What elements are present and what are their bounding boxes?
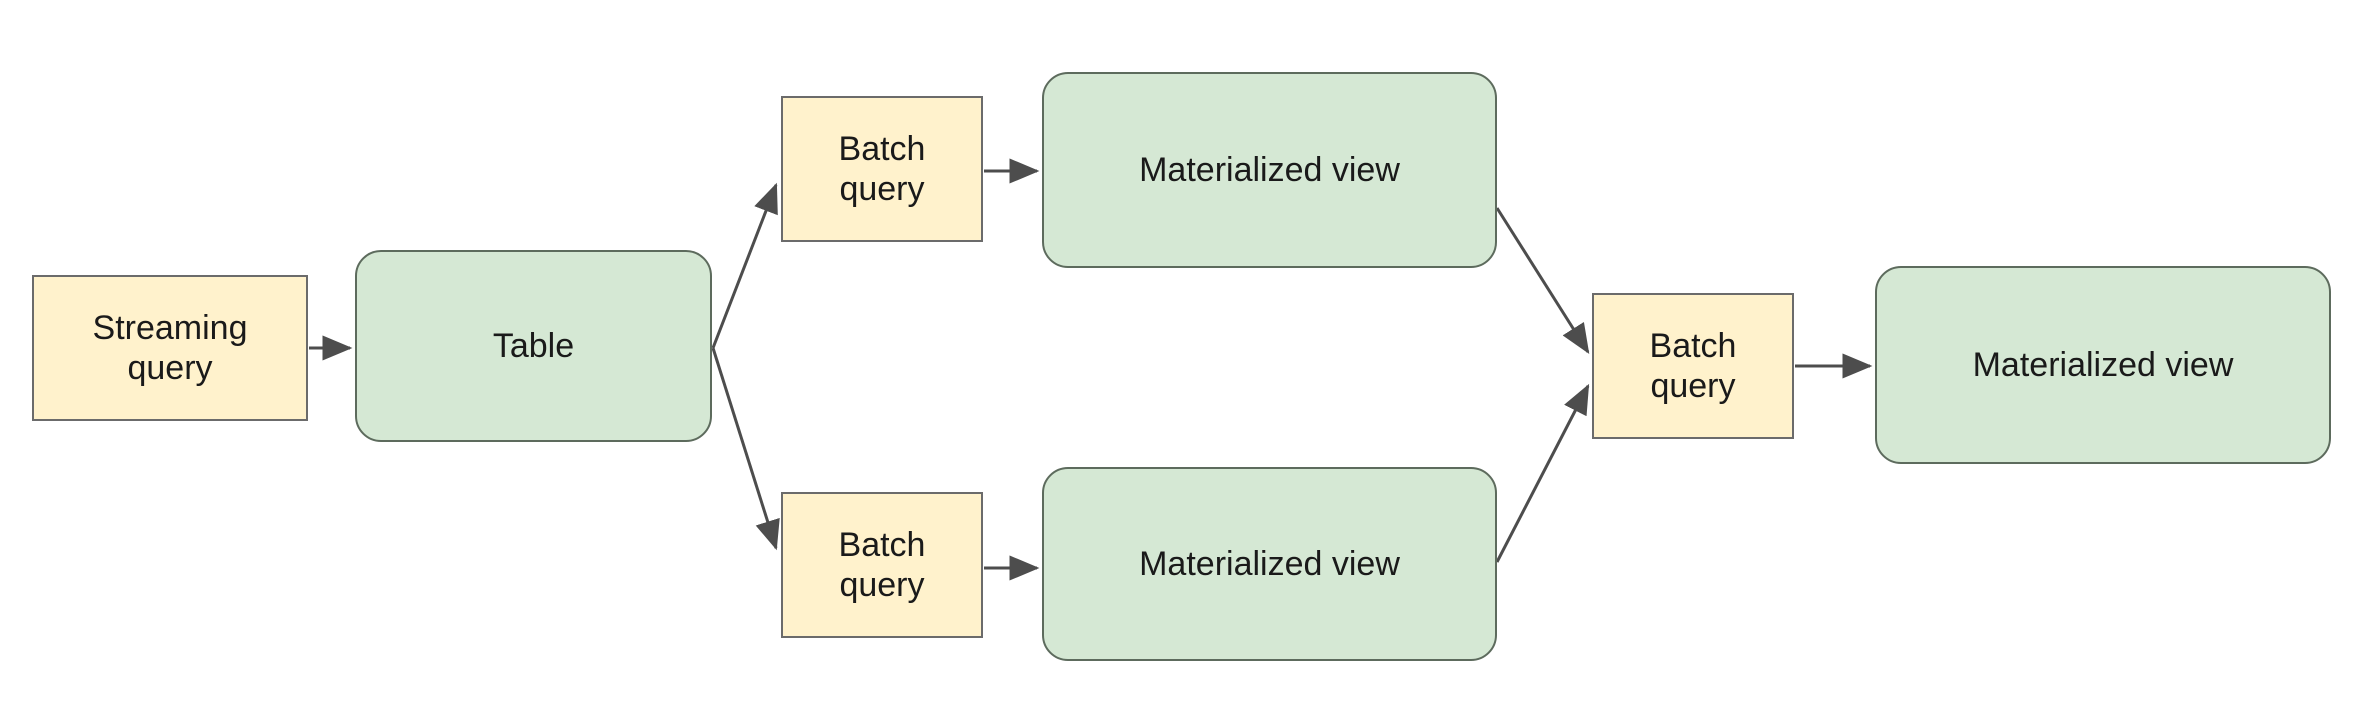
edge-table-to-batch-bottom bbox=[711, 347, 780, 551]
node-label: Streaming query bbox=[92, 308, 248, 387]
node-label: Materialized view bbox=[1139, 150, 1400, 189]
node-materialized-view-final[interactable]: Materialized view bbox=[1875, 266, 2331, 464]
node-label: Table bbox=[492, 326, 575, 365]
edge-mv-top-to-batch-join bbox=[1495, 207, 1590, 355]
node-materialized-view-bottom[interactable]: Materialized view bbox=[1042, 467, 1497, 661]
node-batch-query-join[interactable]: Batch query bbox=[1592, 293, 1794, 439]
node-batch-query-bottom[interactable]: Batch query bbox=[781, 492, 983, 638]
node-label: Batch query bbox=[838, 129, 926, 208]
node-materialized-view-top[interactable]: Materialized view bbox=[1042, 72, 1497, 268]
node-batch-query-top[interactable]: Batch query bbox=[781, 96, 983, 242]
node-table[interactable]: Table bbox=[355, 250, 712, 442]
edge-mv-bottom-to-batch-join bbox=[1495, 383, 1590, 563]
node-label: Batch query bbox=[1649, 326, 1737, 405]
edge-table-to-batch-top bbox=[711, 182, 778, 349]
node-label: Materialized view bbox=[1139, 544, 1400, 583]
node-label: Batch query bbox=[838, 525, 926, 604]
node-label: Materialized view bbox=[1972, 345, 2234, 384]
node-streaming-query[interactable]: Streaming query bbox=[32, 275, 308, 421]
